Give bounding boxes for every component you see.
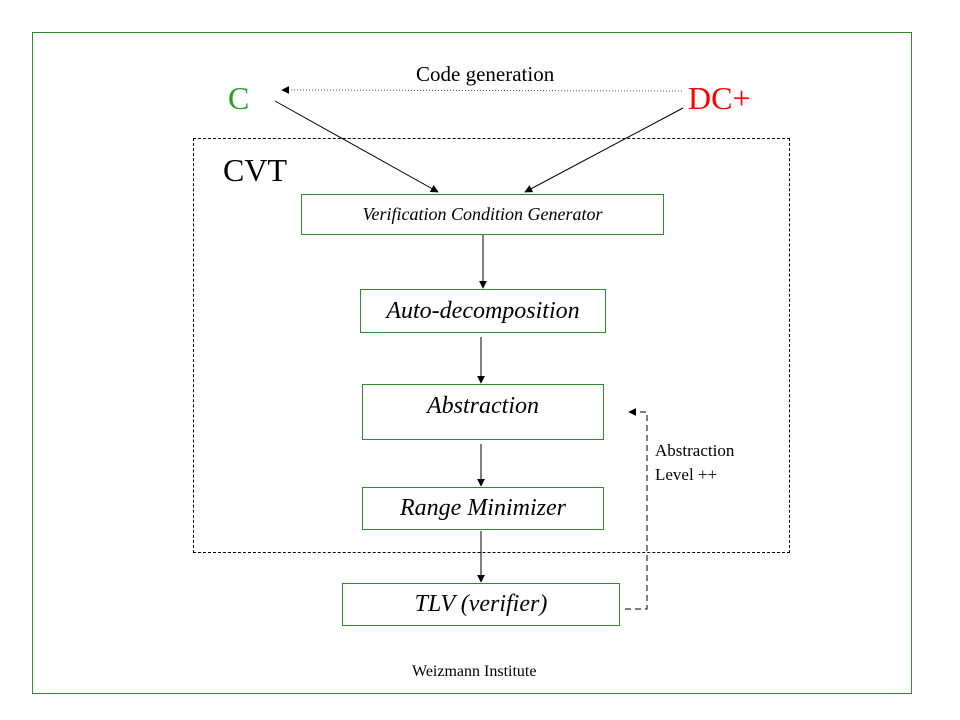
c-to-vcg-arrow [274, 100, 439, 193]
auto-decomposition-label: Auto-decomposition [386, 297, 580, 324]
vcg-label: Verification Condition Generator [362, 204, 603, 224]
footer-text: Weizmann Institute [412, 663, 537, 680]
cvt-label: CVT [223, 152, 287, 188]
range-minimizer-box: Range Minimizer [362, 487, 604, 530]
feedback-loop-arrow [625, 408, 648, 610]
range-minimizer-label: Range Minimizer [400, 495, 566, 521]
code-generation-arrow [281, 86, 683, 95]
source-c-label: C [228, 80, 250, 116]
slide-frame [32, 32, 912, 694]
auto-decomposition-box: Auto-decomposition [360, 289, 606, 333]
source-dc-plus-label: DC+ [688, 80, 751, 116]
tlv-box: TLV (verifier) [342, 583, 620, 626]
feedback-label-line1: Abstraction [655, 441, 735, 460]
dc-to-vcg-arrow [524, 107, 684, 193]
feedback-label-line2: Level ++ [655, 465, 718, 484]
abstraction-box: Abstraction [362, 384, 604, 440]
tlv-label: TLV (verifier) [414, 591, 548, 617]
vcg-box: Verification Condition Generator [301, 194, 664, 235]
cvt-container [193, 138, 790, 553]
code-generation-label: Code generation [416, 62, 555, 86]
abstraction-label: Abstraction [427, 393, 539, 419]
